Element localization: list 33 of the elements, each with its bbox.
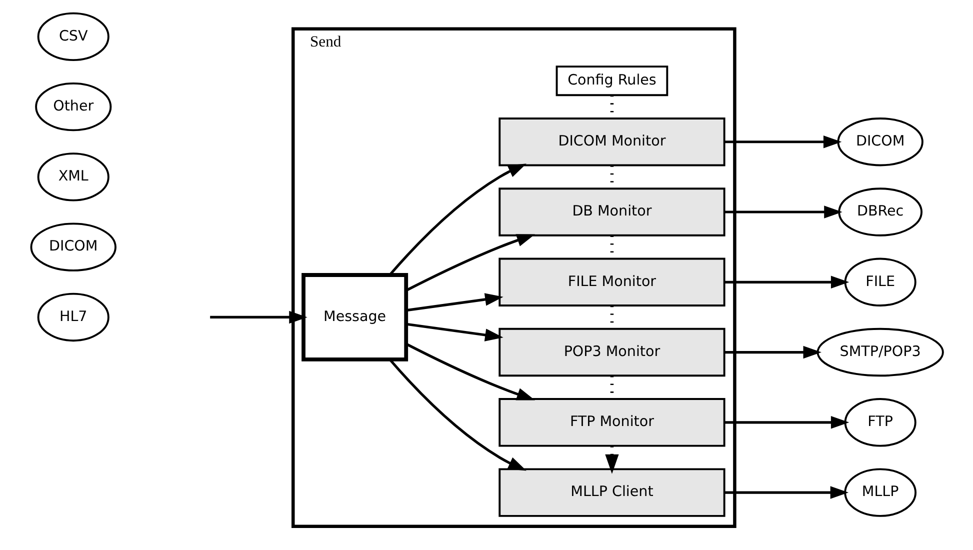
node-ellipse: DICOM: [30, 222, 116, 272]
node-ellipse: CSV: [36, 12, 109, 62]
node-ellipse: SMTP/POP3: [816, 328, 944, 377]
node-box: DICOM Monitor: [498, 118, 725, 166]
node-ellipse: Other: [34, 82, 112, 132]
node-ellipse: DBRec: [838, 188, 922, 236]
node-ellipse: MLLP: [844, 468, 916, 517]
node-box: DB Monitor: [498, 188, 725, 236]
node-ellipse: FTP: [844, 398, 916, 447]
node-box: Message: [301, 273, 408, 362]
arrow: [724, 276, 849, 289]
arrow: [724, 346, 821, 359]
arrow: [724, 416, 849, 429]
node-ellipse: DICOM: [836, 118, 923, 166]
node-ellipse: XML: [36, 152, 109, 202]
arrow: [604, 446, 618, 474]
arrow: [388, 164, 526, 276]
node-box: POP3 Monitor: [498, 328, 725, 377]
arrow: [406, 322, 503, 342]
arrow: [388, 358, 526, 471]
arrow: [406, 293, 503, 312]
node-box: FTP Monitor: [498, 398, 725, 447]
arrow: [405, 234, 535, 292]
arrow: [210, 310, 307, 324]
node-box: MLLP Client: [498, 468, 725, 517]
arrow: [724, 136, 842, 148]
node-box: Config Rules: [555, 66, 668, 96]
node-box: FILE Monitor: [498, 258, 725, 306]
arrow: [724, 486, 848, 499]
arrow: [405, 342, 535, 400]
node-ellipse: FILE: [844, 258, 916, 306]
node-ellipse: HL7: [36, 292, 109, 342]
arrow: [724, 206, 842, 218]
